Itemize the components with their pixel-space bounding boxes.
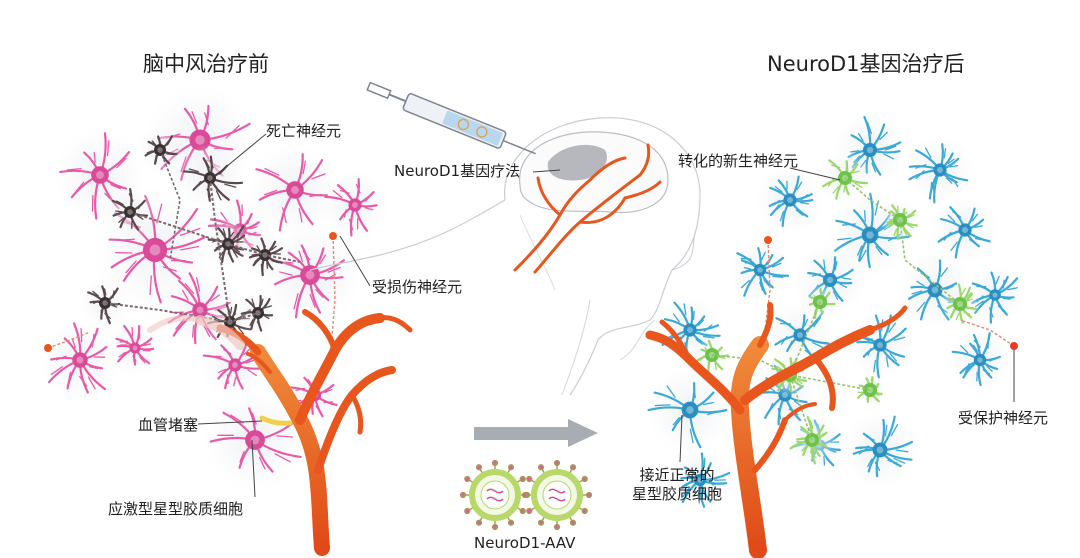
normal-astrocyte	[905, 135, 975, 205]
reactive-astrocyte	[106, 319, 164, 377]
left-panel-title: 脑中风治疗前	[143, 52, 269, 76]
head-profile	[309, 117, 701, 396]
label-therapy: NeuroD1基因疗法	[394, 162, 521, 180]
axon-fiber	[764, 239, 771, 331]
axon-fiber	[209, 177, 231, 323]
normal-astrocyte	[930, 195, 1000, 265]
head-back	[309, 199, 506, 271]
arrow-right-icon	[474, 419, 598, 447]
label-vessel-blockage: 血管堵塞	[138, 416, 199, 434]
syringe-fluid	[442, 110, 504, 146]
label-converted-neuron: 转化的新生神经元	[678, 152, 799, 170]
dead-neuron	[79, 277, 131, 329]
right-blood-vessel	[645, 302, 908, 558]
normal-astrocyte	[840, 410, 920, 490]
axon-fiber	[47, 331, 91, 349]
neck-line	[561, 299, 591, 396]
virus-particle-icon	[521, 459, 593, 531]
leader-injured-neuron	[339, 235, 371, 287]
label-injured-neuron: 受损伤神经元	[372, 278, 463, 296]
leader-vessel-blockage	[197, 420, 263, 425]
reactive-astrocyte	[320, 170, 390, 240]
left-blood-vessel	[147, 309, 413, 556]
label-near-normal-astrocyte: 接近正常的 星型胶质细胞	[622, 466, 732, 504]
normal-astrocyte	[947, 327, 1013, 393]
syringe-icon	[366, 81, 536, 155]
leader-dead-neuron	[214, 133, 267, 177]
axon-fiber	[844, 177, 961, 305]
normal-astrocyte	[727, 237, 793, 303]
right-tissue	[646, 113, 1025, 513]
face-line	[619, 319, 656, 361]
leader-converted-neuron	[789, 167, 841, 181]
reactive-astrocyte	[249, 144, 341, 236]
reactive-astrocyte	[159, 269, 241, 351]
label-reactive-astrocyte: 应激型星型胶质细胞	[108, 500, 244, 518]
brain-head-icon	[513, 131, 669, 274]
label-dead-neuron: 死亡神经元	[266, 122, 342, 140]
label-virus: NeuroD1-AAV	[474, 534, 576, 552]
virus-particles	[459, 459, 593, 531]
normal-astrocyte	[667, 447, 733, 513]
arrow-shaft	[474, 427, 570, 440]
leader-reactive-astrocyte	[251, 439, 256, 498]
axon-fiber	[789, 301, 821, 441]
head-outline	[504, 117, 701, 396]
axon-fiber	[329, 235, 336, 361]
label-near-normal-astrocyte-line1: 接近正常的	[639, 466, 715, 484]
normal-astrocyte	[965, 265, 1025, 325]
protected-neuron-soma	[764, 236, 772, 244]
reactive-astrocyte	[203, 388, 307, 492]
normal-astrocyte	[646, 366, 734, 454]
injured-neuron-soma	[44, 344, 52, 352]
normal-astrocyte	[845, 310, 915, 380]
left-tissue	[39, 84, 390, 492]
face-line	[671, 229, 697, 271]
arrow-head	[568, 419, 598, 447]
leader-lines	[197, 133, 1015, 498]
axon-fiber	[159, 149, 181, 261]
converted-neuron	[879, 199, 921, 241]
neck-line	[519, 214, 556, 291]
converted-neuron	[853, 373, 887, 407]
protected-neuron-soma	[1010, 342, 1018, 350]
label-near-normal-astrocyte-line2: 星型胶质细胞	[631, 485, 722, 503]
right-panel-title: NeuroD1基因治疗后	[767, 52, 965, 76]
injured-neuron-soma	[329, 232, 337, 240]
label-protected-neuron: 受保护神经元	[958, 409, 1049, 427]
lesion-area	[547, 144, 608, 181]
brain-vessels	[513, 143, 662, 274]
leader-normal-astrocyte	[679, 414, 683, 463]
reactive-astrocyte	[39, 319, 121, 401]
syringe-plunger	[366, 81, 392, 100]
virus-particle-icon	[459, 459, 531, 531]
normal-astrocyte	[755, 165, 825, 235]
leader-therapy	[532, 169, 561, 173]
